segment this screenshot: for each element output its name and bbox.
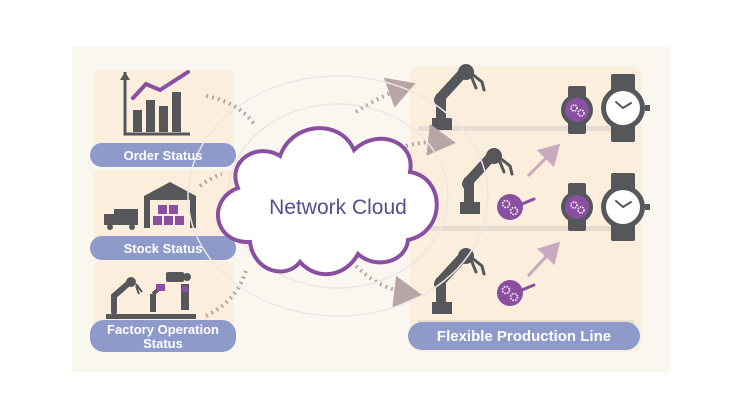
order-status-label: Order Status	[123, 148, 203, 163]
warehouse-truck-icon	[104, 182, 196, 230]
stock-status-label: Stock Status	[123, 241, 203, 256]
factory-status-label-line1: Factory Operation	[107, 322, 219, 337]
factory-robot-camera-icon	[106, 272, 196, 319]
production-line-pill	[408, 322, 640, 350]
flow-arrow	[526, 143, 561, 178]
network-cloud-label: Network Cloud	[269, 196, 407, 219]
network-cloud	[216, 126, 439, 277]
factory-status-pill	[90, 320, 236, 352]
factory-status-label-line2: Status	[143, 336, 183, 351]
bar-chart-icon	[120, 70, 190, 136]
flow-arrow	[526, 241, 561, 278]
dotted-arrows	[198, 77, 456, 318]
production-line-label: Flexible Production Line	[436, 328, 612, 345]
